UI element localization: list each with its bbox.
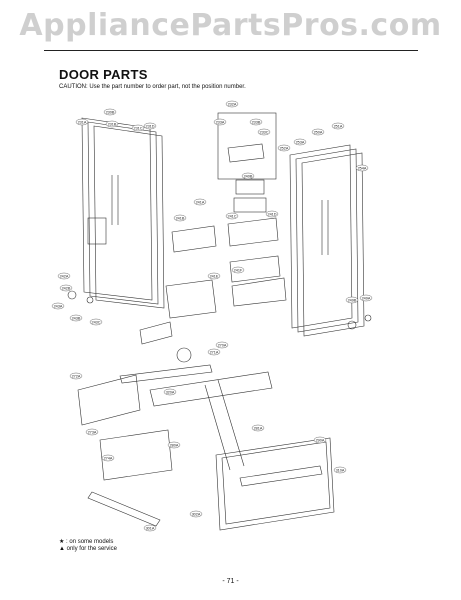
callout-label: 231A [78,120,87,124]
callout-marker: 281A [251,424,265,432]
callout-label: 241C [227,214,236,218]
callout-marker: 272A [69,372,83,380]
callout-label: 241E [210,274,219,278]
callout-marker: 249B [345,296,359,304]
callout-marker: 253A [293,138,307,146]
callout-marker: 231D [143,122,157,130]
callout-label: 271A [210,350,219,354]
callout-label: 241A [196,200,205,204]
callout-marker: 251A [331,122,345,130]
page-number: - 71 - [222,578,239,585]
callout-label: 281A [254,426,263,430]
callout-label: 273A [88,430,97,434]
callout-marker: 241B [173,214,187,222]
callout-label: 231B [108,122,117,126]
freezer-assembly [77,364,273,527]
callout-marker: 231C [131,124,145,132]
callout-label: 241B [176,216,185,220]
callout-marker: 274A [101,454,115,462]
callout-label: 253A [296,140,305,144]
callout-label: 301A [146,526,155,530]
callout-marker: 271A [207,348,221,356]
callout-label: 230B [106,110,115,114]
callout-label: 251A [334,124,343,128]
callout-marker: 250A [311,128,325,136]
callout-label: 241F [234,268,243,272]
freezer-drawer-front [215,437,335,531]
callout-label: 250A [314,130,323,134]
callout-label: 302A [192,512,201,516]
legend-some-models: ★ : on some models [59,539,114,545]
callout-marker: 231B [105,120,119,128]
callout-label: 274A [104,456,113,460]
top-shelf-detail-box [217,112,277,180]
callout-label: 280A [170,443,179,447]
callout-marker: 233C [257,128,271,136]
callout-label: 243C [91,320,100,324]
callout-marker: 243A [51,302,65,310]
callout-label: 231C [133,126,142,130]
callout-marker: 320A [163,388,177,396]
callout-label: 270A [218,343,227,347]
callout-marker: 280A [167,441,181,449]
section-title: DOOR PARTS [59,67,148,82]
callout-label: 310A [336,468,345,472]
callout-marker: 230B [103,108,117,116]
callout-marker: 270A [215,341,229,349]
callout-marker: 242B [59,284,73,292]
right-door-assembly [289,144,365,337]
callout-marker: 290A [313,436,327,444]
callout-marker: 241C [225,212,239,220]
callout-label: 252A [280,146,289,150]
callout-label: 272A [72,374,81,378]
left-door-assembly [81,117,165,309]
callout-label: 240B [244,174,253,178]
callout-marker: 252A [277,144,291,152]
callout-label: 243B [72,316,81,320]
watermark-logo: AppliancePartsPros.com [19,8,442,43]
callout-marker: 233B [249,118,263,126]
callout-label: 241D [267,212,276,216]
callout-label: 233C [259,130,268,134]
header-rule [44,50,418,51]
callout-label: 249B [348,298,357,302]
callout-marker: 240B [241,172,255,180]
callout-marker: 242A [57,272,71,280]
callout-marker: 241D [265,210,279,218]
callout-marker: 254A [355,164,369,172]
callout-marker: 273A [85,428,99,436]
callout-label: 249A [362,296,371,300]
callout-marker: 310A [333,466,347,474]
callout-marker: 243C [89,318,103,326]
callout-marker: 241A [193,198,207,206]
legend-service-only: ▲ only for the service [59,546,117,552]
callout-marker: 233A [213,118,227,126]
callout-marker: 232A [225,100,239,108]
callout-marker: 231A [75,118,89,126]
door-bins [165,179,287,319]
callout-label: 242A [60,274,69,278]
callout-label: 320A [166,390,175,394]
callout-label: 232A [228,102,237,106]
callout-marker: 241F [231,266,245,274]
callout-marker: 249A [359,294,373,302]
callout-label: 290A [316,438,325,442]
callout-label: 233B [252,120,261,124]
callout-label: 243A [54,304,63,308]
callout-label: 254A [358,166,367,170]
callout-marker: 241E [207,272,221,280]
callout-label: 233A [216,120,225,124]
callout-marker: 302A [189,510,203,518]
callout-marker: 301A [143,524,157,532]
callout-label: 242B [62,286,71,290]
caution-text: CAUTION: Use the part number to order pa… [59,84,246,90]
hinge-parts [67,290,372,363]
callout-label: 231D [145,124,154,128]
callout-marker: 243B [69,314,83,322]
